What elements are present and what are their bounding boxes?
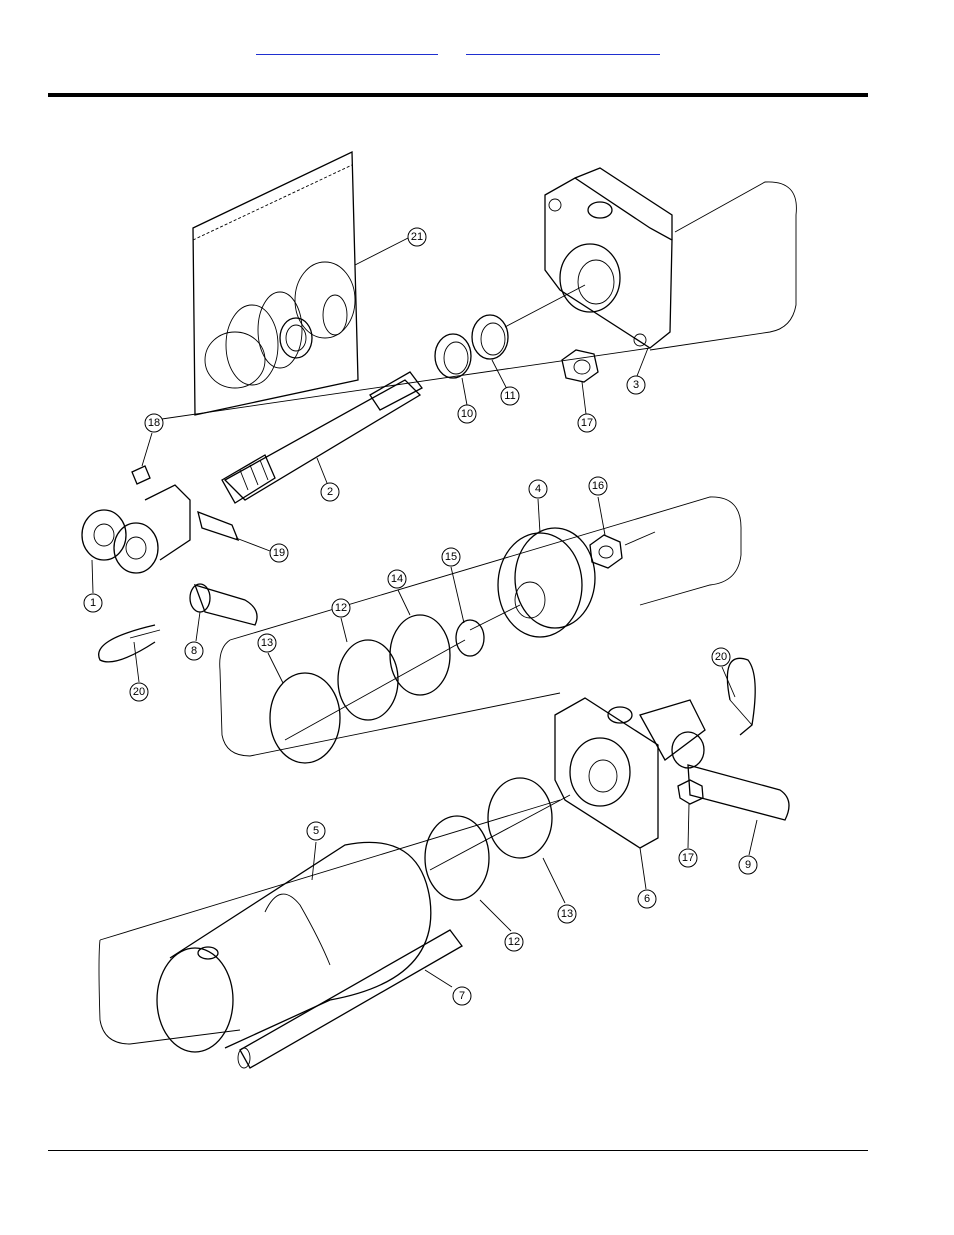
svg-text:20: 20: [715, 651, 727, 663]
callout: 19: [269, 543, 289, 563]
svg-text:20: 20: [133, 686, 145, 698]
svg-text:6: 6: [644, 893, 650, 905]
svg-text:13: 13: [261, 637, 273, 649]
seals-bottom: [424, 777, 571, 901]
svg-text:19: 19: [273, 547, 285, 559]
barrel-5: [156, 841, 463, 1069]
svg-text:5: 5: [313, 825, 319, 837]
svg-text:13: 13: [561, 908, 573, 920]
callout: 5: [306, 821, 326, 841]
svg-text:12: 12: [508, 936, 520, 948]
svg-text:18: 18: [148, 417, 160, 429]
svg-text:2: 2: [327, 486, 333, 498]
svg-text:17: 17: [581, 417, 593, 429]
callout: 13: [257, 633, 277, 653]
seal-kit-bag: [192, 150, 359, 416]
callout: 14: [387, 569, 407, 589]
nut-17-top: [561, 349, 599, 383]
end-cap-3: [504, 167, 673, 349]
clevis-assembly: [81, 465, 240, 574]
top-rule: [48, 93, 868, 97]
callout: 20: [711, 647, 731, 667]
callout: 9: [738, 855, 758, 875]
leader-lines: [91, 236, 758, 988]
piston-4: [469, 527, 656, 638]
callout: 20: [129, 682, 149, 702]
callout: 21: [407, 227, 427, 247]
assembly-outlines: [98, 181, 797, 1045]
callout: 18: [144, 413, 164, 433]
callout: 16: [588, 476, 608, 496]
callout: 6: [637, 889, 657, 909]
header-link-1[interactable]: [256, 40, 438, 55]
callout: 4: [528, 479, 548, 499]
svg-text:21: 21: [411, 231, 423, 243]
seals-10-11: [434, 314, 509, 379]
svg-text:7: 7: [459, 990, 465, 1002]
callout: 12: [504, 932, 524, 952]
svg-text:1: 1: [90, 597, 96, 609]
bottom-rule: [48, 1150, 868, 1151]
callout: 11: [500, 386, 520, 406]
svg-text:17: 17: [682, 852, 694, 864]
seals-middle: [269, 614, 485, 764]
callout: 17: [577, 413, 597, 433]
callout: 10: [457, 404, 477, 424]
svg-text:15: 15: [445, 551, 457, 563]
svg-text:3: 3: [633, 379, 639, 391]
svg-text:4: 4: [535, 483, 541, 495]
end-cap-6: [554, 657, 790, 849]
pin-8-and-clip: [98, 583, 258, 663]
callout: 8: [184, 641, 204, 661]
callout: 2: [320, 482, 340, 502]
svg-text:9: 9: [745, 859, 751, 871]
callout-list: 21 11 10 17 3 18 2 19 1 8 20 4 16 15 14 …: [83, 227, 758, 1006]
piston-rod-2: [221, 371, 423, 504]
callout: 12: [331, 598, 351, 618]
callout: 17: [678, 848, 698, 868]
callout: 7: [452, 986, 472, 1006]
svg-text:14: 14: [391, 573, 403, 585]
svg-text:16: 16: [592, 480, 604, 492]
header-link-2[interactable]: [466, 40, 660, 55]
svg-text:8: 8: [191, 645, 197, 657]
svg-text:10: 10: [461, 408, 473, 420]
callout: 3: [626, 375, 646, 395]
callout: 1: [83, 593, 103, 613]
callout: 13: [557, 904, 577, 924]
callout: 15: [441, 547, 461, 567]
svg-text:12: 12: [335, 602, 347, 614]
svg-text:11: 11: [504, 390, 515, 402]
